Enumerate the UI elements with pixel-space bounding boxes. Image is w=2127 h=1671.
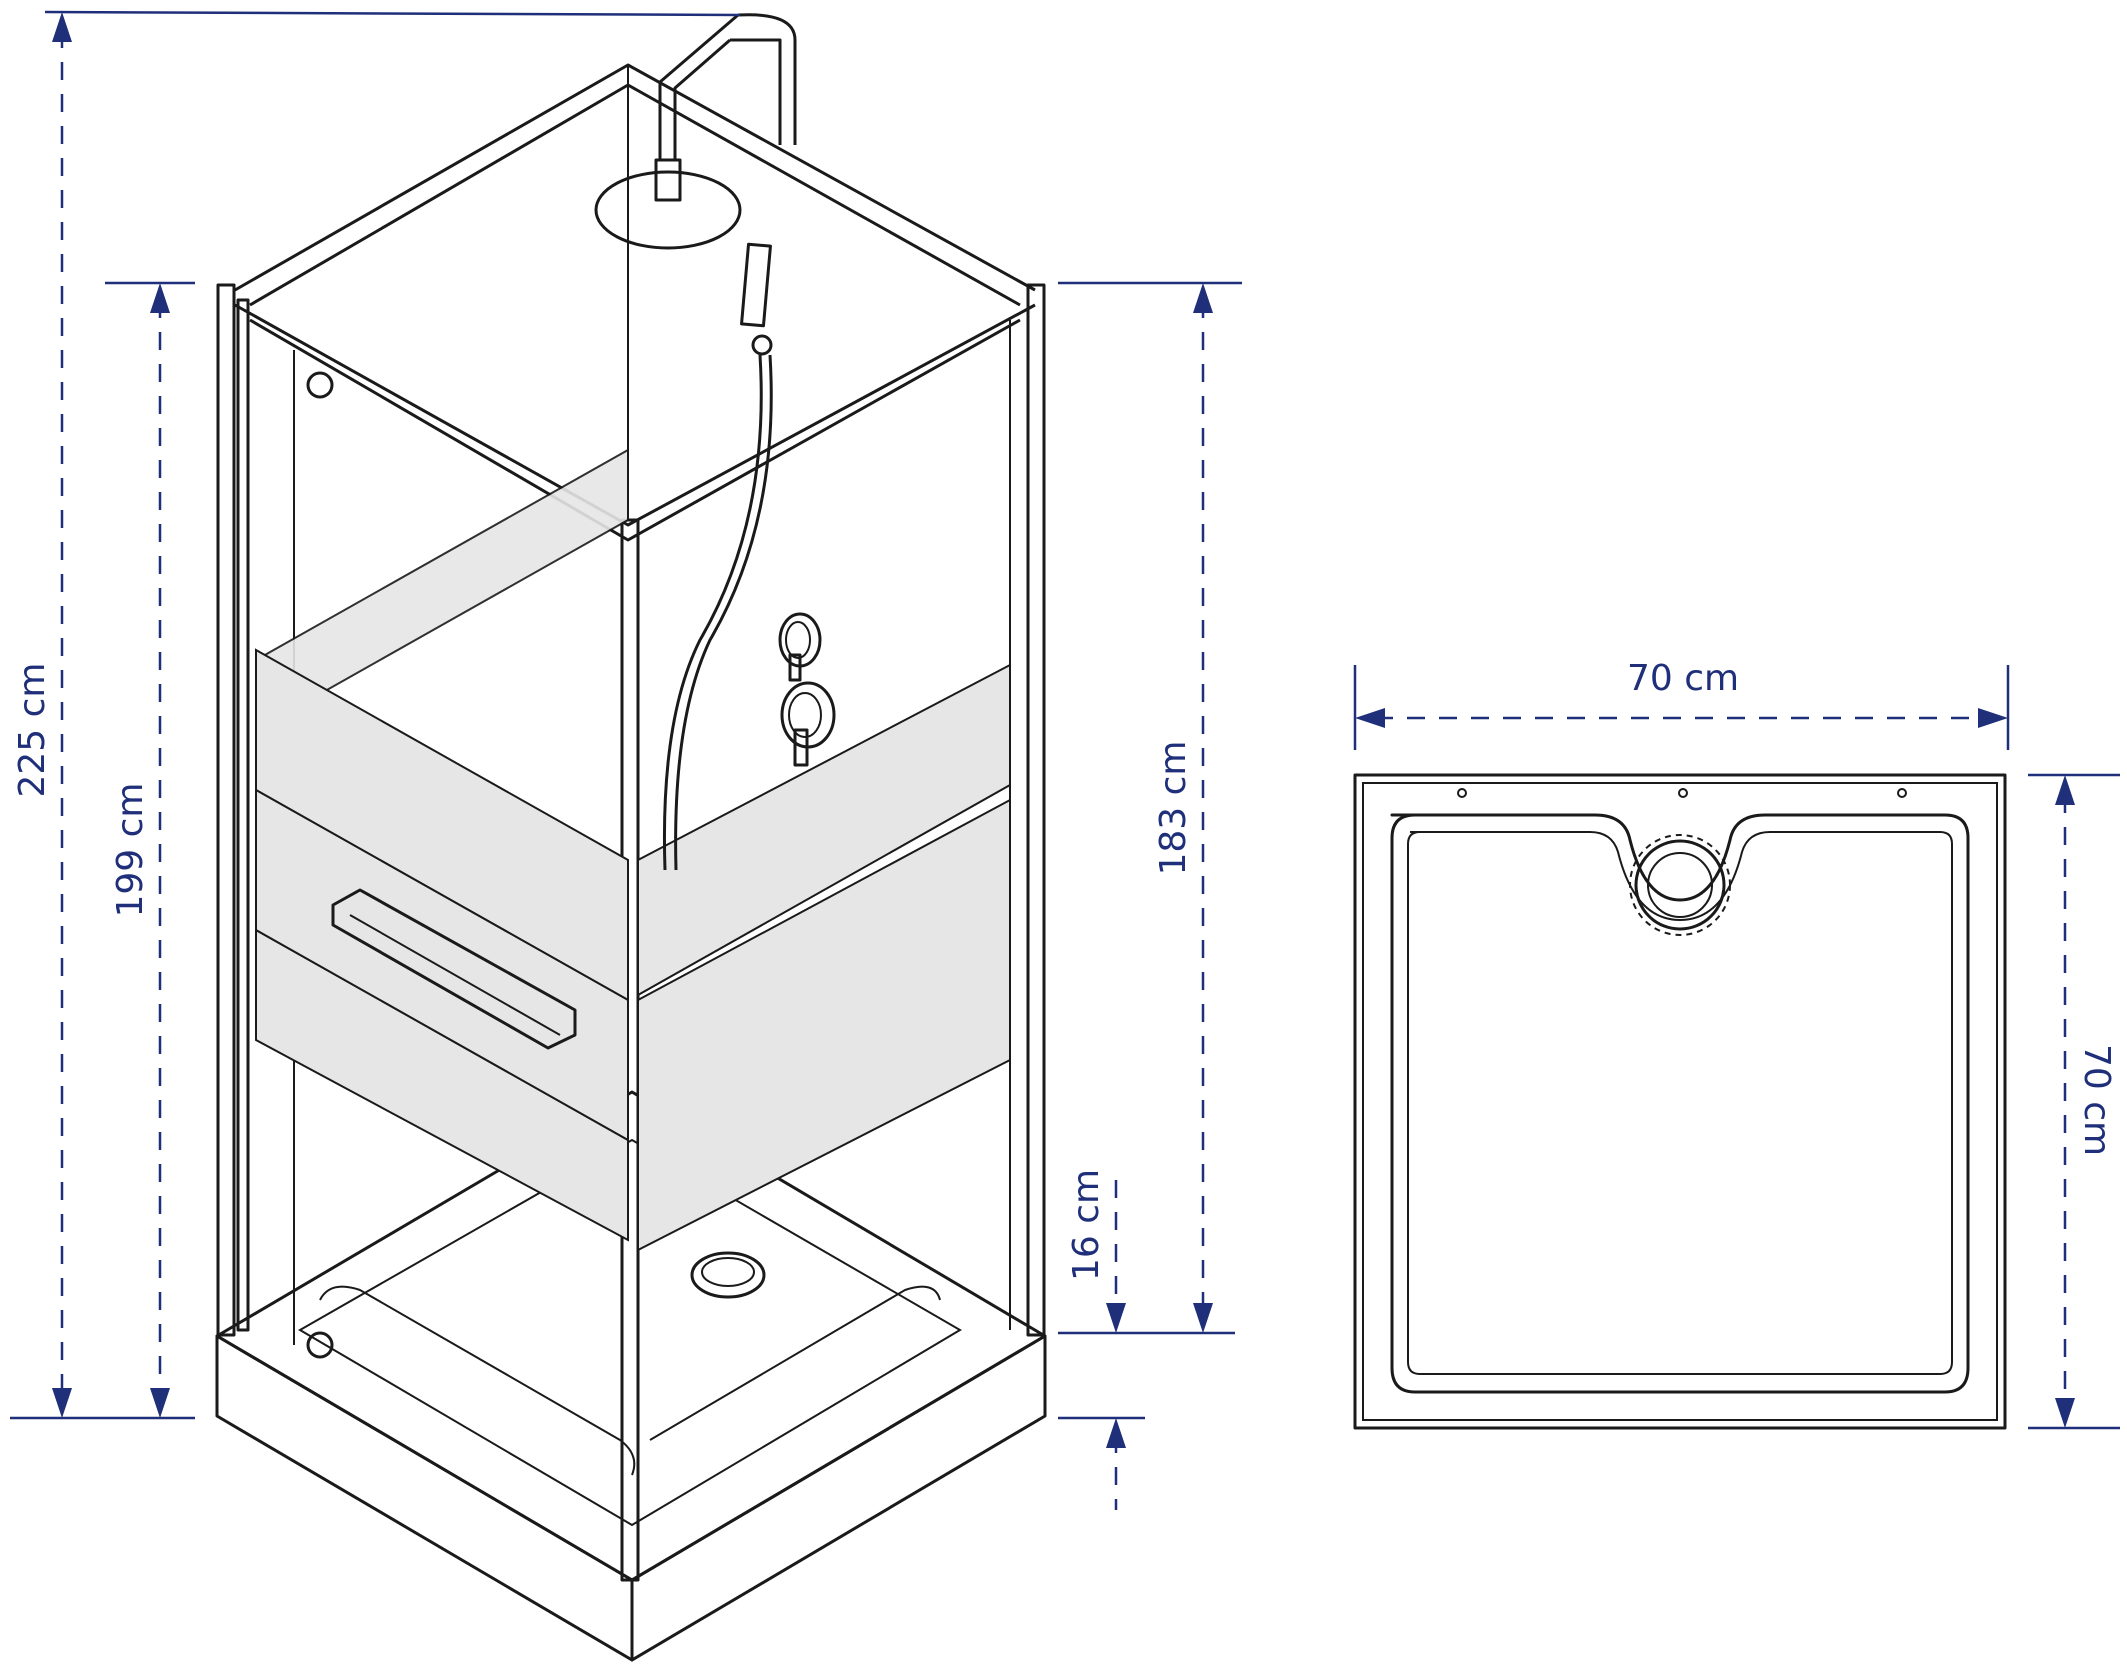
tray-width-label: 70 cm: [1627, 658, 1739, 699]
door-hinge-icon: [306, 371, 334, 399]
tray-depth-label: 70 cm: [2076, 1044, 2117, 1156]
mount-hole-icon: [1897, 788, 1907, 798]
rain-shower-head: [594, 13, 797, 250]
mixer-valves: [778, 612, 836, 767]
tray-drain-icon: [1634, 839, 1726, 931]
mount-hole-icon: [1457, 788, 1467, 798]
shower-cabin: [215, 13, 1047, 1662]
dimension-total-height: 225 cm: [10, 10, 741, 1420]
dimension-tray-depth: 70 cm: [2028, 773, 2120, 1430]
tray-height-label: 16 cm: [1066, 1169, 1107, 1281]
total-height-label: 225 cm: [12, 662, 53, 797]
cabin-top-frame: [234, 63, 1036, 542]
hand-shower: [662, 242, 773, 871]
shower-tray-floor: [298, 1138, 962, 1527]
dimension-tray-height: 16 cm: [1058, 1169, 1145, 1510]
tray-top-view: [1353, 773, 2007, 1430]
dimension-door-height: 199 cm: [105, 281, 195, 1418]
shower-tray-base: [215, 1090, 1047, 1662]
floor-drain-icon: [690, 1251, 766, 1299]
frosted-glass-bands: [255, 448, 1011, 1252]
panel-height-label: 183 cm: [1153, 740, 1194, 875]
mount-hole-icon: [1678, 788, 1688, 798]
door-height-label: 199 cm: [110, 782, 151, 917]
dimension-tray-width: 70 cm: [1353, 658, 2010, 750]
door-handle-bar: [331, 888, 577, 1050]
dimension-panel-height: 183 cm: [1058, 281, 1242, 1335]
